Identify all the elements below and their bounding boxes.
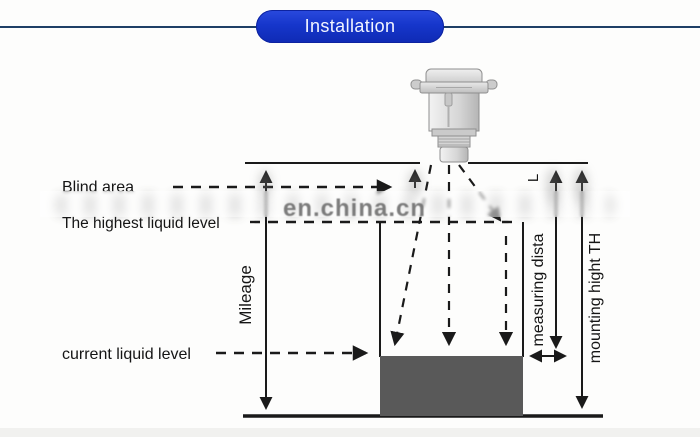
sensor-conduit <box>444 92 453 107</box>
beam-left-dashed <box>390 164 433 347</box>
highest-liquid-level-label: The highest liquid level <box>62 215 220 232</box>
smudge-blob <box>546 168 560 202</box>
watermark-haze <box>40 191 630 217</box>
ultrasonic-sensor-illustration <box>410 68 498 163</box>
smudge-blob <box>574 168 588 202</box>
mounting-height-label: mounting hight TH <box>587 233 604 363</box>
sensor-body <box>428 92 480 132</box>
sensor-transducer <box>439 146 469 163</box>
current-liquid-level-label: current liquid level <box>62 346 191 363</box>
smudge-blob <box>408 170 422 196</box>
blind-zone-length-label: L <box>525 174 542 182</box>
mileage-label: Mileage <box>236 265 255 325</box>
installation-pill: Installation <box>256 10 444 43</box>
bottom-page-strip <box>0 428 700 437</box>
installation-pill-label: Installation <box>304 16 396 36</box>
measuring-distance-label: measuring dista <box>530 233 547 346</box>
smudge-blob <box>259 170 271 196</box>
liquid-block <box>380 356 523 416</box>
sensor-bottom-flange <box>431 128 477 137</box>
watermark-text: en.china.cn <box>283 195 427 222</box>
